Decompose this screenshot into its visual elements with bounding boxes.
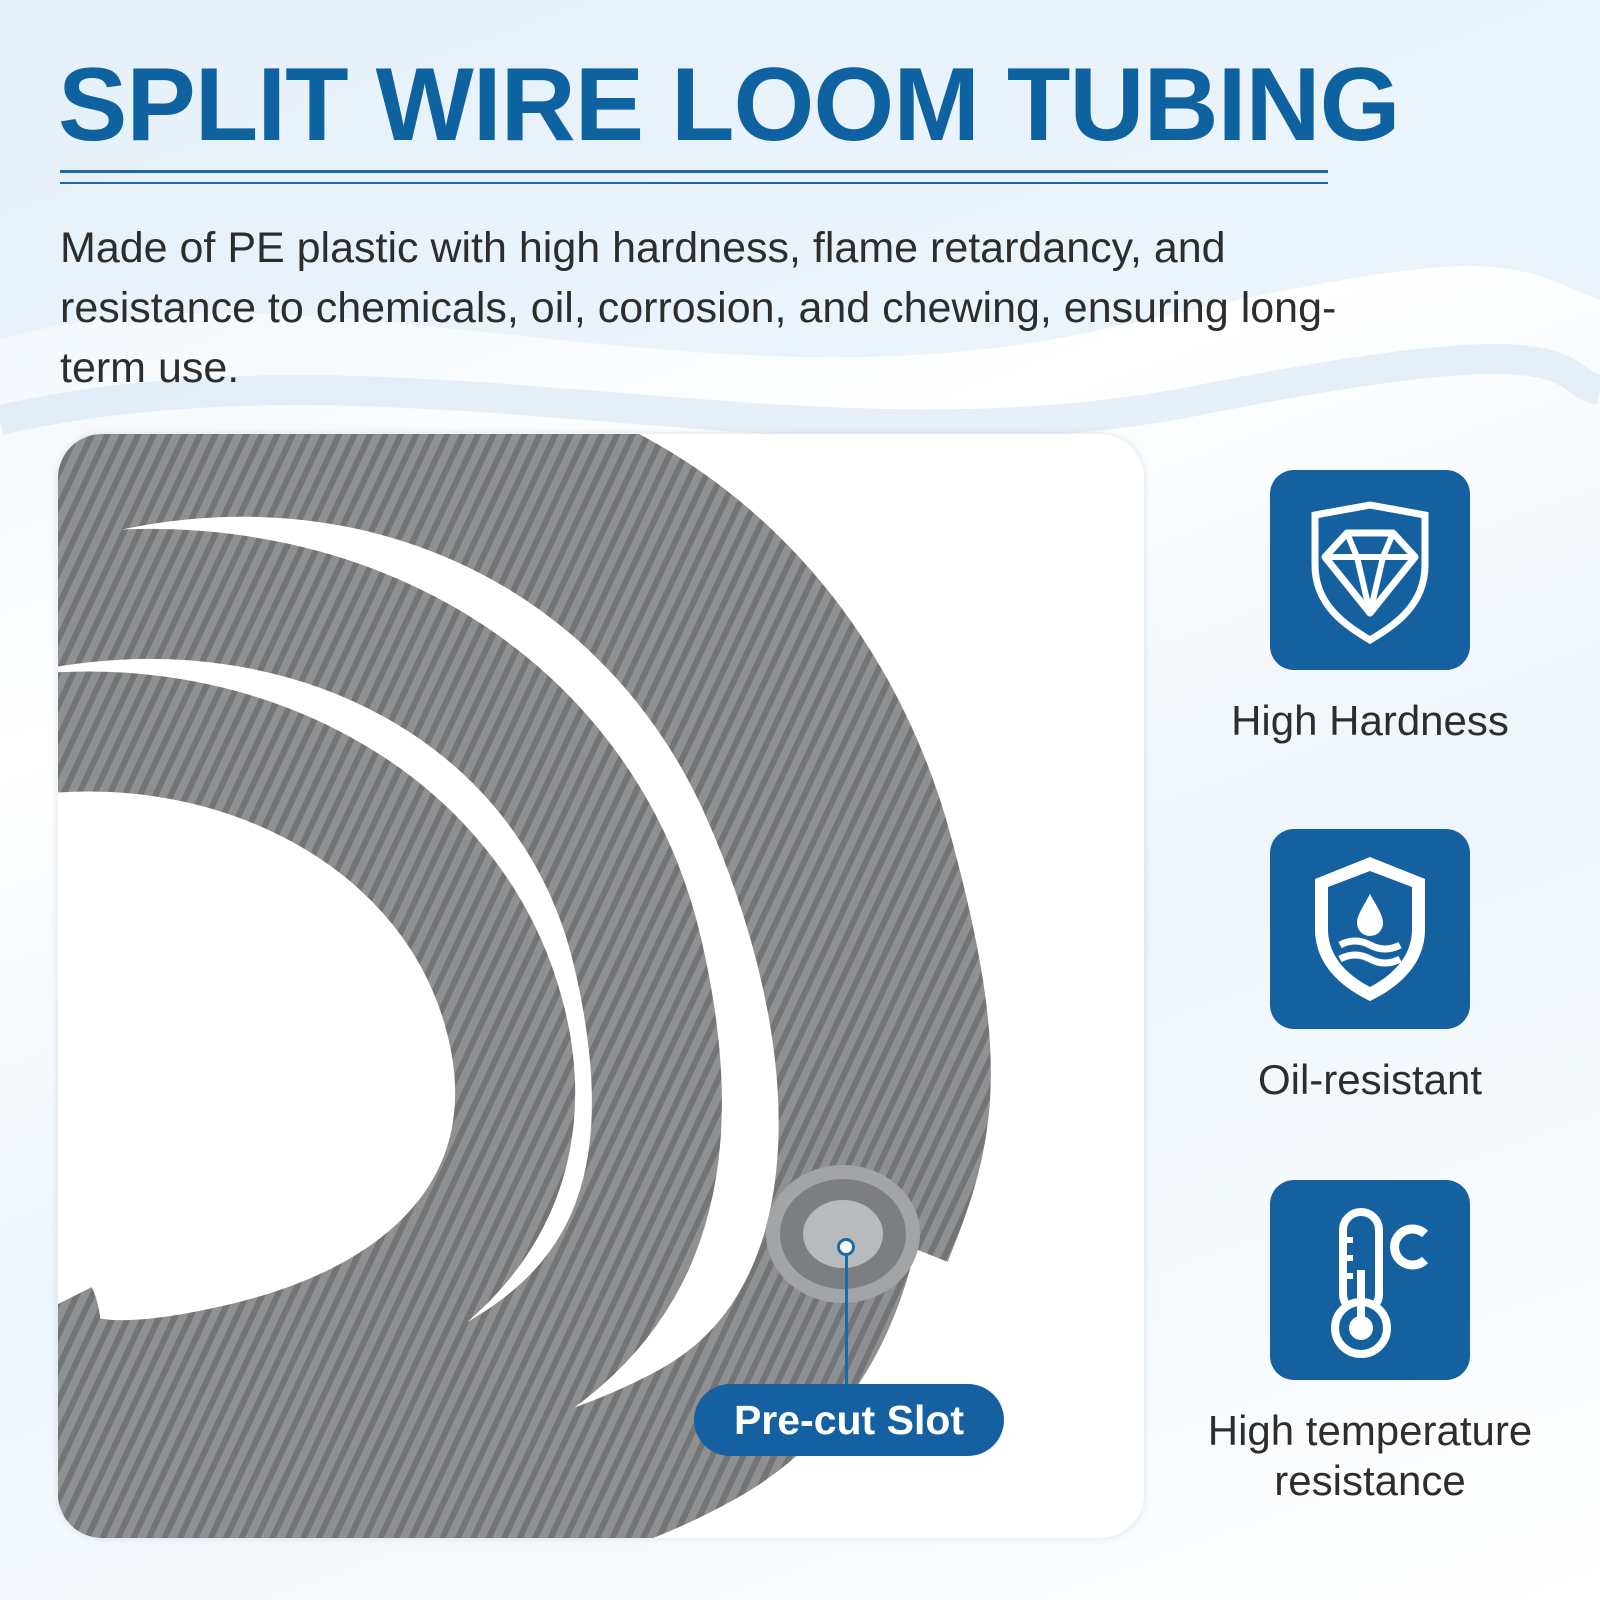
callout-marker <box>837 1238 855 1256</box>
product-photo <box>58 434 1144 1538</box>
oil-shield-icon <box>1270 829 1470 1029</box>
callout-leader-line <box>845 1256 848 1386</box>
feature-label: High Hardness <box>1231 697 1509 744</box>
feature-high-temperature: High temperature resistance <box>1170 1180 1570 1506</box>
diamond-shield-icon <box>1270 470 1470 670</box>
page-title: SPLIT WIRE LOOM TUBING <box>58 47 1400 163</box>
product-description: Made of PE plastic with high hardness, f… <box>60 224 1337 392</box>
feature-oil-resistant: Oil-resistant <box>1170 829 1570 1105</box>
pre-cut-slot-label: Pre-cut Slot <box>694 1384 1004 1456</box>
feature-high-hardness: High Hardness <box>1170 470 1570 746</box>
title-underline <box>60 170 1328 173</box>
title-underline-thin <box>60 182 1328 184</box>
thermometer-celsius-icon <box>1270 1180 1470 1380</box>
coiled-tubing-image <box>58 434 991 1538</box>
feature-label: Oil-resistant <box>1257 1056 1483 1103</box>
feature-label: High temperature resistance <box>1207 1407 1533 1504</box>
